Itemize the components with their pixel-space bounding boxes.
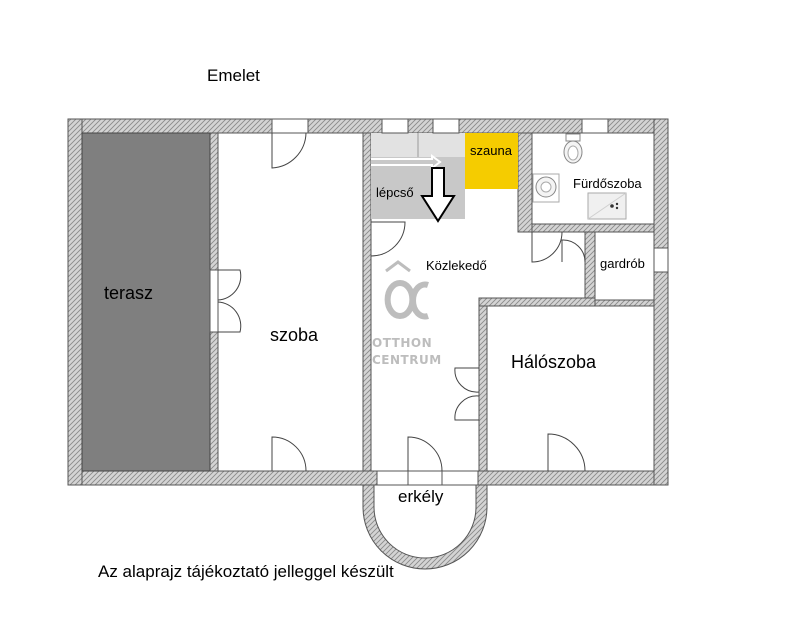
disclaimer-note: Az alaprajz tájékoztató jelleggel készül… [98,562,394,581]
room-label-szauna: szauna [470,143,512,158]
floor-title: Emelet [207,66,260,85]
otthon-centrum-logo-icon [384,260,429,320]
room-label-erkely: erkély [398,487,444,506]
watermark-line1: OTTHON [372,336,433,350]
room-label-terasz: terasz [104,283,154,303]
sink-icon [532,173,560,203]
balcony [362,484,488,570]
door-swings [217,132,586,472]
room-label-haloszoba: Hálószoba [511,352,597,372]
sauna-area [465,133,518,189]
stair-area [371,157,465,219]
room-label-kozlekedo: Közlekedő [426,258,487,273]
shower-icon [587,192,627,220]
room-label-szoba: szoba [270,325,319,345]
stair-arrow-icon [371,154,456,223]
watermark-line2: CENTRUM [372,353,442,367]
exterior-walls [67,118,669,486]
room-label-furdoszoba: Fürdőszoba [573,176,642,191]
room-label-lepcso: lépcső [376,185,414,200]
toilet-icon [563,133,583,164]
windows [209,118,669,486]
terrace-area [81,132,211,472]
room-label-gardrob: gardrób [600,256,645,271]
